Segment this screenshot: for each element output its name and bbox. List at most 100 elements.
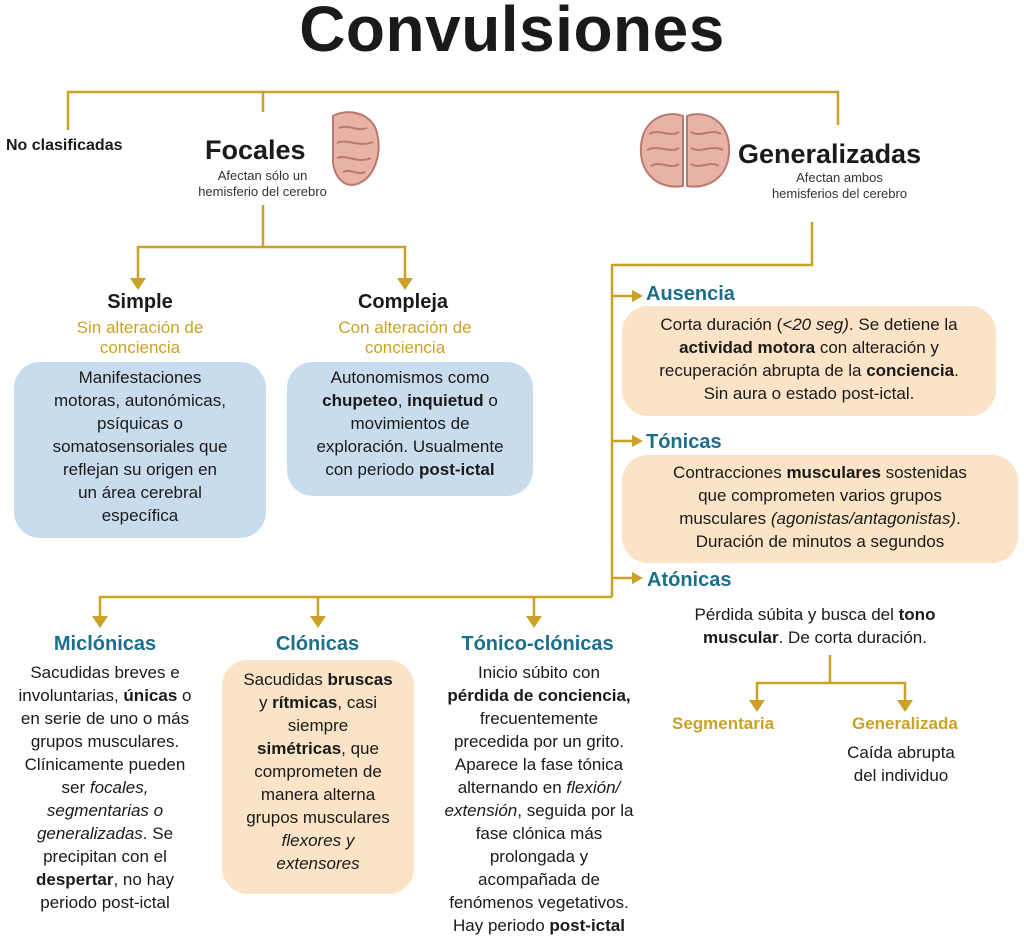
tonico-clonicas-line: alternando en flexión/: [420, 776, 658, 799]
clonicas-line: comprometen de: [254, 762, 382, 781]
italic-term: generalizadas: [36, 824, 143, 843]
generalizada-line: Caída abrupta: [847, 743, 955, 762]
bold-term: simétricas: [257, 739, 342, 758]
generalizadas-desc-line1: Afectan ambos: [796, 170, 883, 185]
italic-term: focales,: [89, 778, 149, 797]
bold-term: inquietud: [407, 391, 484, 410]
generalizadas-trunk: [610, 222, 814, 597]
mioclonicas-line: grupos musculares.: [30, 732, 180, 751]
simple-line: somatosensoriales que: [52, 437, 228, 456]
tonicas-line: Contracciones musculares sostenidas: [622, 461, 1018, 484]
page-title: Convulsiones: [299, 0, 725, 65]
tonicas-line: que comprometen varios grupos: [698, 486, 942, 505]
bold-term: post-ictal: [419, 460, 495, 479]
atonicas-text: Pérdida súbita y busca del tono muscular…: [655, 603, 975, 649]
tonico-clonicas-line: Inicio súbito con: [478, 663, 600, 682]
mioclonicas-line: despertar, no hay: [0, 868, 210, 891]
no-clasificadas-label: No clasificadas: [6, 137, 123, 154]
atonicas-branch-split: [755, 681, 907, 703]
bold-term: musculares: [786, 463, 881, 482]
generalizada-label: Generalizada: [852, 714, 958, 733]
mioclonicas-line: segmentarias o: [0, 799, 210, 822]
compleja-box: Autonomismos como chupeteo, inquietud o …: [287, 362, 533, 496]
simple-line: un área cerebral: [78, 483, 202, 502]
compleja-line: exploración. Usualmente: [316, 437, 504, 456]
text: .: [956, 509, 961, 528]
compleja-line: chupeteo, inquietud o: [287, 389, 533, 412]
compleja-sub-line1: Con alteración de: [338, 318, 472, 337]
compleja-line: con periodo post-ictal: [287, 458, 533, 481]
mioclonicas-line: ser focales,: [0, 776, 210, 799]
text: . Se: [142, 824, 174, 843]
bold-term: conciencia: [866, 361, 955, 380]
text: y: [258, 693, 273, 712]
generalizadas-description: Afectan ambos hemisferios del cerebro: [757, 170, 922, 202]
tonico-clonicas-line: Aparece la fase tónica: [454, 755, 624, 774]
italic-term: flexores y: [281, 831, 355, 850]
compleja-line: Autonomismos como: [330, 368, 490, 387]
bold-term: pérdida de conciencia,: [447, 686, 631, 705]
clonicas-box: Sacudidas bruscas y rítmicas, casi siemp…: [222, 660, 414, 894]
text: recuperación abrupta de la: [659, 361, 867, 380]
atonicas-line: Pérdida súbita y busca del tono: [655, 603, 975, 626]
text: con periodo: [325, 460, 419, 479]
bold-term: chupeteo: [322, 391, 398, 410]
text: . Se detiene la: [848, 315, 958, 334]
tonicas-line: musculares (agonistas/antagonistas).: [622, 507, 1018, 530]
clonicas-title: Clónicas: [275, 633, 360, 655]
text: Pérdida súbita y busca del: [694, 605, 899, 624]
bottom-connector: [98, 595, 612, 618]
top-connector: [66, 90, 840, 130]
bold-term: despertar: [36, 870, 114, 889]
tonico-clonicas-title: Tónico-clónicas: [461, 633, 614, 655]
mioclonicas-text: Sacudidas breves e involuntarias, únicas…: [0, 661, 210, 914]
text: con alteración y: [815, 338, 939, 357]
mioclonicas-line: involuntarias, únicas o: [0, 684, 210, 707]
mioclonicas-line: Sacudidas breves e: [30, 663, 180, 682]
text: ,: [397, 391, 408, 410]
text: , no hay: [113, 870, 174, 889]
text: alternando en: [457, 778, 567, 797]
ausencia-line: actividad motora con alteración y: [622, 336, 996, 359]
text: Sacudidas: [243, 670, 328, 689]
compleja-subtitle: Con alteración de conciencia: [295, 318, 515, 358]
focales-branch: [136, 245, 407, 280]
clonicas-line: Sacudidas bruscas: [222, 668, 414, 691]
tonico-clonicas-line: fenómenos vegetativos.: [449, 893, 629, 912]
brain-half-icon: [332, 111, 380, 186]
simple-line: específica: [101, 506, 179, 525]
focales-description: Afectan sólo un hemisferio del cerebro: [185, 168, 340, 200]
bold-term: rítmicas: [272, 693, 338, 712]
bold-term: únicas: [123, 686, 178, 705]
bold-term: bruscas: [327, 670, 393, 689]
atonicas-line: muscular. De corta duración.: [655, 626, 975, 649]
italic-term: (agonistas/antagonistas): [770, 509, 957, 528]
mioclonicas-title: Miclónicas: [53, 633, 157, 655]
generalizadas-title: Generalizadas: [738, 139, 922, 169]
clonicas-line: flexores y: [222, 829, 414, 852]
simple-sub-line1: Sin alteración de: [76, 318, 204, 337]
italic-term: extensión: [444, 801, 518, 820]
ausencia-line: recuperación abrupta de la conciencia.: [622, 359, 996, 382]
text: , seguida por la: [517, 801, 634, 820]
clonicas-line: grupos musculares: [246, 808, 390, 827]
text: .: [954, 361, 959, 380]
mioclonicas-line: generalizadas. Se: [0, 822, 210, 845]
compleja-title: Compleja: [357, 291, 449, 313]
arrowheads: [92, 278, 913, 712]
text: , que: [341, 739, 379, 758]
bold-term: actividad motora: [679, 338, 816, 357]
clonicas-line: siempre: [287, 716, 349, 735]
tonico-clonicas-line: fase clónica más: [475, 824, 603, 843]
text: musculares: [679, 509, 771, 528]
clonicas-line: extensores: [222, 852, 414, 875]
mioclonicas-line: precipitan con el: [43, 847, 167, 866]
focales-desc-line1: Afectan sólo un: [217, 168, 308, 183]
ausencia-box: Corta duración (<20 seg). Se detiene la …: [622, 306, 996, 416]
text: , casi: [337, 693, 378, 712]
simple-sub-line2: conciencia: [99, 338, 181, 357]
italic-term: extensores: [276, 854, 360, 873]
text: ser: [61, 778, 90, 797]
mioclonicas-line: en serie de uno o más: [20, 709, 190, 728]
